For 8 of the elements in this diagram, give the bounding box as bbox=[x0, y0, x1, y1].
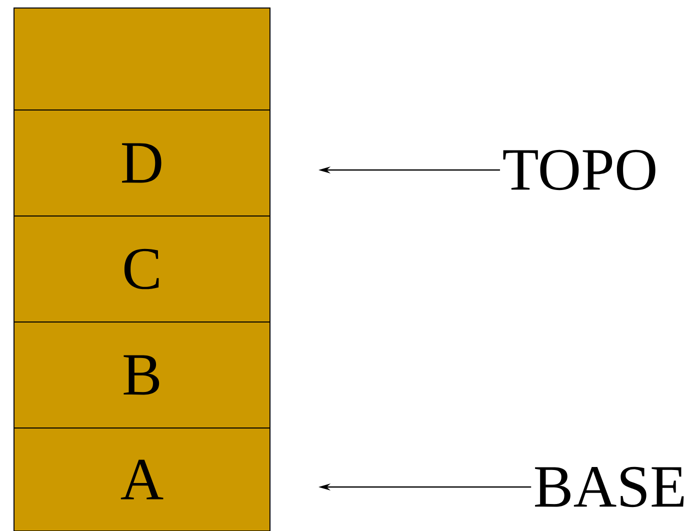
pointer-label: BASE bbox=[535, 466, 684, 508]
pointer-label: TOPO bbox=[503, 150, 656, 190]
stack-cell: A bbox=[14, 428, 270, 531]
stack-cell: D bbox=[14, 110, 270, 216]
empty-stack-cell bbox=[14, 8, 270, 110]
stack-cell: C bbox=[14, 216, 270, 322]
node-label: A bbox=[120, 460, 164, 500]
stack-cell: B bbox=[14, 322, 270, 428]
